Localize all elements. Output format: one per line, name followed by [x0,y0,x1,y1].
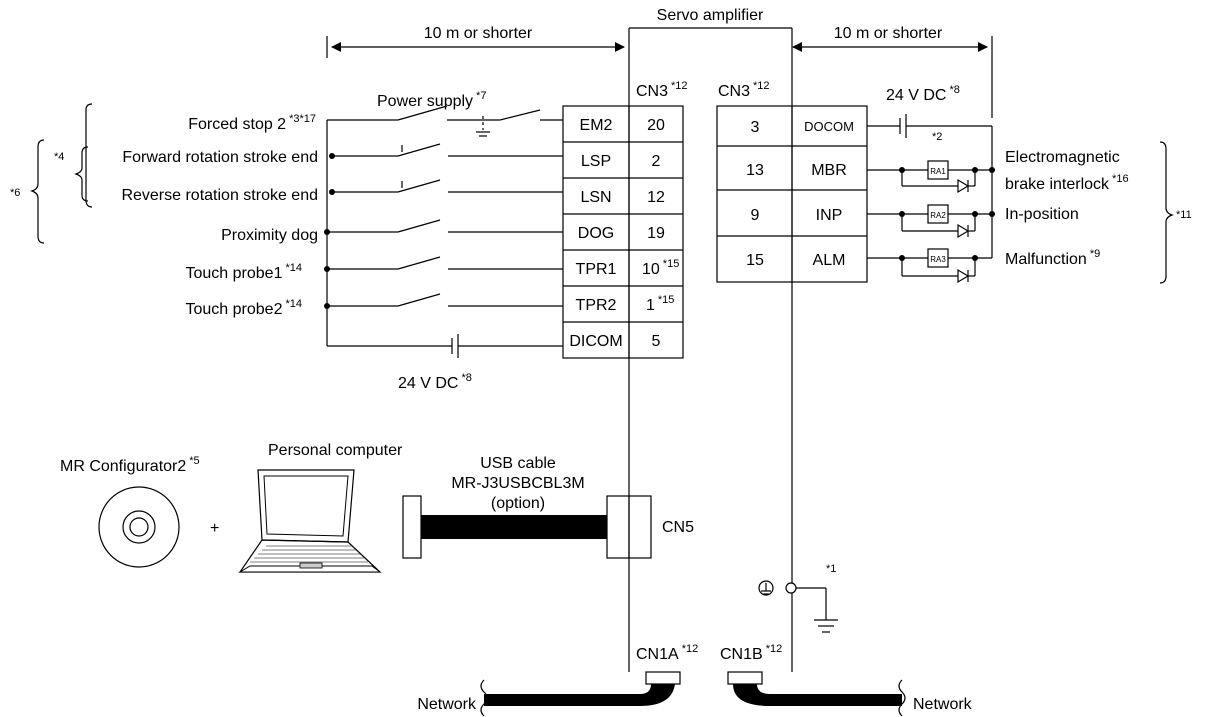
output-row-mbr: 13 MBR [746,162,847,179]
cn3-right-header: CN3*12 [718,80,770,100]
input-label-em2: Forced stop 2*3*17 [188,113,316,133]
pin-inp: 9 [751,207,760,224]
cn3-output-table [716,105,868,283]
software-cd-icon [98,486,180,568]
plus-sign: + [210,520,219,537]
personal-computer-label: Personal computer [268,442,403,459]
cn3-left-header: CN3*12 [636,80,688,100]
distance-right: 10 m or shorter [792,25,993,118]
signal-code-dicom: DICOM [569,333,622,350]
distance-right-label: 10 m or shorter [834,25,943,42]
power-supply-label: Power supply*7 [377,90,486,110]
signal-code-lsn: LSN [580,189,611,206]
mr-configurator-label: MR Configurator2*5 [60,455,200,475]
output-label-brake-1: Electromagnetic [1005,149,1120,166]
network-cable-left [480,671,681,717]
output-row-alm: 15 ALM [746,252,845,269]
signal-code-dog: DOG [578,225,614,242]
output-label-inp: In-position [1005,206,1079,223]
footnote-6: *6 [10,187,20,199]
pin-tpr2: 1*15 [646,294,674,314]
signal-code-inp: INP [816,207,843,224]
input-label-lsp: Forward rotation stroke end [122,149,318,166]
signal-code-alm: ALM [813,252,846,269]
signal-code-em2: EM2 [580,117,613,134]
cn1a-label: CN1A*12 [636,643,698,663]
pin-dicom: 5 [652,333,661,350]
footnote-11: *11 [1176,209,1192,221]
input-row-dicom: DICOM 5 [569,333,660,350]
signal-code-tpr1: TPR1 [576,261,617,278]
relay-ra3: RA3 [930,255,946,264]
pin-lsn: 12 [647,189,665,206]
network-left-label: Network [417,696,477,713]
output-label-alm: Malfunction*9 [1005,248,1100,268]
usb-cable-label-3: (option) [491,495,545,512]
laptop-icon [238,469,382,573]
left-24vdc-label: 24 V DC*8 [398,372,472,392]
relay-ra2: RA2 [930,211,946,220]
pin-lsp: 2 [652,153,661,170]
signal-code-mbr: MBR [811,162,847,179]
distance-left: 10 m or shorter [326,25,625,58]
brace-4: *4 [54,146,89,202]
signal-code-docom: DOCOM [804,119,854,134]
pin-alm: 15 [746,252,764,269]
input-row-em2: Forced stop 2*3*17 EM2 20 [188,113,665,134]
brace-11: *11 [1159,141,1192,284]
input-row-lsn: Reverse rotation stroke end LSN 12 [121,187,665,206]
relay-ra1: RA1 [930,167,946,176]
input-label-lsn: Reverse rotation stroke end [121,187,318,204]
pin-docom: 3 [751,119,760,136]
pin-tpr1: 10*15 [642,258,679,278]
input-label-tpr1: Touch probe1*14 [186,262,303,282]
usb-cable [402,495,652,559]
signal-code-tpr2: TPR2 [576,297,617,314]
input-label-dog: Proximity dog [221,227,318,244]
cn3-input-table [562,105,684,359]
pin-em2: 20 [647,117,665,134]
output-wiring [867,114,995,284]
network-cable-right [727,671,906,717]
input-wiring [324,105,563,358]
cn1b-label: CN1B*12 [720,643,782,663]
output-row-docom: 3 DOCOM [751,119,854,136]
output-label-brake-2: brake interlock*16 [1005,173,1129,193]
footnote-4: *4 [54,151,64,163]
brace-6: *6 [10,139,45,244]
usb-cable-label-1: USB cable [480,455,556,472]
output-row-inp: 9 INP [751,207,843,224]
cn5-label: CN5 [662,519,694,536]
input-row-lsp: Forward rotation stroke end LSP 2 [122,149,660,170]
ground-symbol [758,580,838,633]
footnote-2: *2 [932,131,942,143]
pin-mbr: 13 [746,162,764,179]
network-right-label: Network [913,696,973,713]
usb-cable-label-2: MR-J3USBCBL3M [451,475,584,492]
right-24vdc-label: 24 V DC*8 [886,84,960,104]
distance-left-label: 10 m or shorter [424,25,533,42]
servo-amplifier-title: Servo amplifier [657,7,764,24]
brace-top [85,103,93,208]
pin-dog: 19 [647,225,665,242]
signal-code-lsp: LSP [581,153,611,170]
input-row-tpr2: Touch probe2*14 TPR2 1*15 [186,294,675,318]
input-row-dog: Proximity dog DOG 19 [221,225,665,244]
footnote-1: *1 [826,563,836,575]
input-label-tpr2: Touch probe2*14 [186,298,303,318]
input-row-tpr1: Touch probe1*14 TPR1 10*15 [186,258,680,282]
